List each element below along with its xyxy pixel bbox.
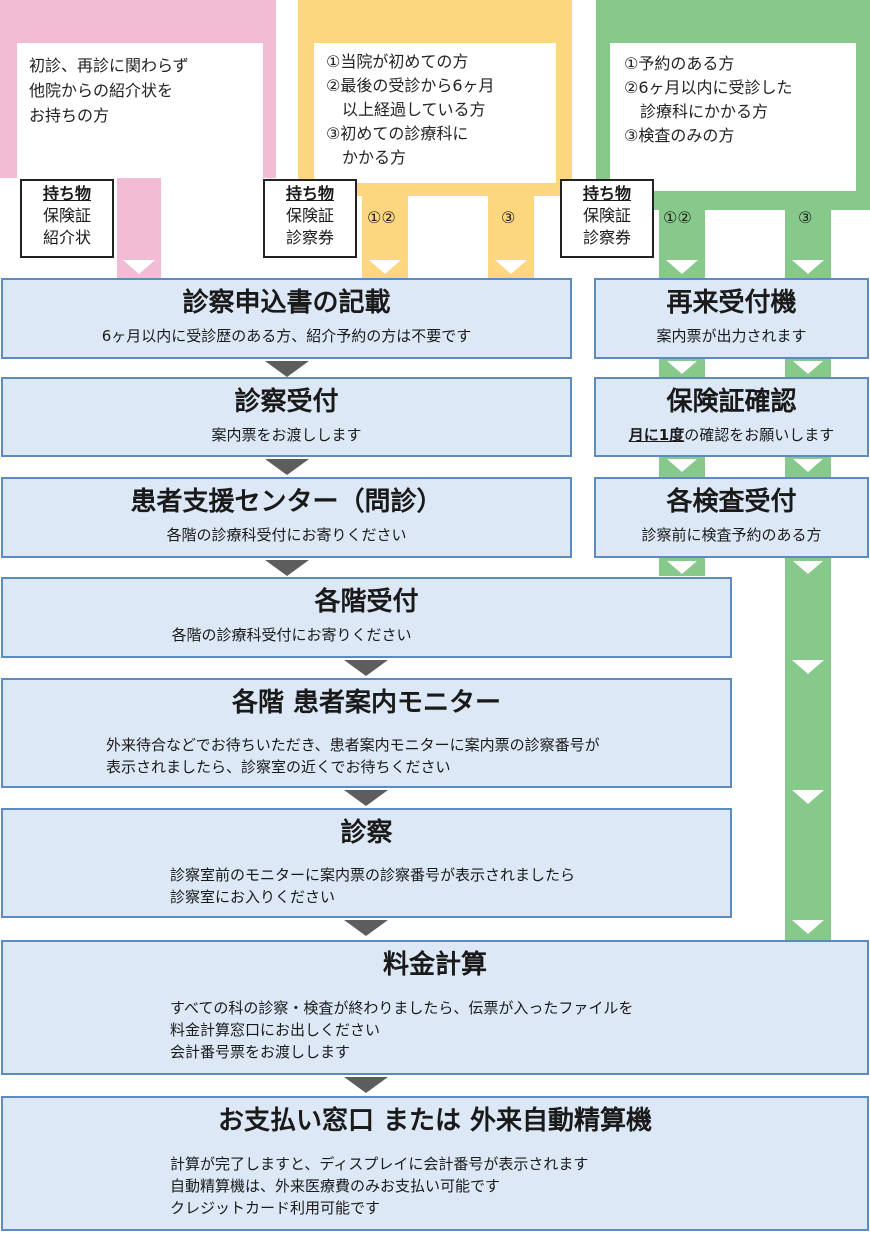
arrow-down-icon xyxy=(344,660,388,676)
condition-line: お持ちの方 xyxy=(29,106,110,125)
step-note: 計算が完了しますと、ディスプレイに会計番号が表示されます 自動精算機は、外来医療… xyxy=(170,1153,588,1219)
note-line: 会計番号票をお渡しします xyxy=(170,1043,351,1061)
condition-line: ③検査のみの方 xyxy=(624,126,735,145)
arrow-down-icon xyxy=(265,560,309,576)
arrow-down-icon xyxy=(666,260,698,274)
step-reentry-machine: 再来受付機 案内票が出力されます xyxy=(594,278,869,359)
route-mark: ①② xyxy=(367,208,396,227)
step-title: 患者支援センター（問診） xyxy=(130,487,443,517)
return-visit-conditions: ①予約のある方 ②6ヶ月以内に受診した 診療科にかかる方 ③検査のみの方 xyxy=(610,43,856,191)
step-note: 案内票をお渡しします xyxy=(211,426,362,444)
step-note: 診察室前のモニターに案内票の診察番号が表示されましたら 診察室にお入りください xyxy=(170,864,575,908)
arrow-down-icon xyxy=(792,920,824,934)
step-title: 診察申込書の記載 xyxy=(182,288,391,318)
arrow-down-icon xyxy=(793,459,823,472)
condition-line: かかる方 xyxy=(326,148,407,167)
step-reception: 診察受付 案内票をお渡しします xyxy=(1,377,572,457)
step-application: 診察申込書の記載 6ヶ月以内に受診歴のある方、紹介予約の方は不要です xyxy=(1,278,572,359)
route-mark: ①② xyxy=(663,208,692,227)
arrow-down-icon xyxy=(265,361,309,377)
condition-line: ③初めての診療科に xyxy=(326,124,469,143)
step-title: 再来受付機 xyxy=(666,288,797,318)
route-mark: ③ xyxy=(798,208,813,227)
item: 紹介状 xyxy=(42,228,91,247)
arrow-down-icon xyxy=(495,260,527,274)
arrow-down-icon xyxy=(793,361,823,374)
step-title: 各階 患者案内モニター xyxy=(231,688,502,718)
step-note: 案内票が出力されます xyxy=(656,327,807,345)
condition-line: ②最後の受診から6ヶ月 xyxy=(326,76,495,95)
step-note: 月に1度の確認をお願いします xyxy=(596,424,867,446)
arrow-down-icon xyxy=(344,920,388,936)
condition-line: 以上経過している方 xyxy=(326,100,486,119)
arrow-down-icon xyxy=(792,260,824,274)
step-title: 料金計算 xyxy=(382,950,487,980)
referral-items-box: 持ち物 保険証 紹介状 xyxy=(20,179,114,258)
note-line: クレジットカード利用可能です xyxy=(170,1199,381,1217)
step-note: 6ヶ月以内に受診歴のある方、紹介予約の方は不要です xyxy=(101,327,472,345)
item: 保険証 xyxy=(42,206,91,225)
note-line: 診察室前のモニターに案内票の診察番号が表示されましたら xyxy=(170,866,576,884)
step-patient-monitor: 各階 患者案内モニター 外来待合などでお待ちいただき、患者案内モニターに案内票の… xyxy=(1,678,732,788)
condition-line: ①当院が初めての方 xyxy=(326,52,469,71)
arrow-down-icon xyxy=(793,561,823,574)
note-line: 料金計算窓口にお出しください xyxy=(170,1021,381,1039)
items-title: 持ち物 xyxy=(42,184,91,203)
item: 診察券 xyxy=(285,228,334,247)
condition-line: 診療科にかかる方 xyxy=(624,102,769,121)
items-title: 持ち物 xyxy=(285,184,334,203)
step-title: 各検査受付 xyxy=(666,487,797,517)
condition-line: ①予約のある方 xyxy=(624,54,735,73)
step-consultation: 診察 診察室前のモニターに案内票の診察番号が表示されましたら 診察室にお入りくだ… xyxy=(1,808,732,918)
step-note: 診察前に検査予約のある方 xyxy=(641,526,822,544)
item: 診察券 xyxy=(582,228,631,247)
step-insurance-check: 保険証確認 月に1度の確認をお願いします xyxy=(594,377,869,457)
items-title: 持ち物 xyxy=(582,184,631,203)
arrow-down-icon xyxy=(265,459,309,475)
arrow-down-icon xyxy=(667,361,697,374)
first-visit-items-box: 持ち物 保険証 診察券 xyxy=(263,179,357,258)
step-title: お支払い窓口 または 外来自動精算機 xyxy=(217,1106,653,1136)
arrow-down-icon xyxy=(667,459,697,472)
condition-line: ②6ヶ月以内に受診した xyxy=(624,78,793,97)
arrow-down-icon xyxy=(344,790,388,806)
step-exam-reception: 各検査受付 診察前に検査予約のある方 xyxy=(594,477,869,558)
step-title: 診察 xyxy=(340,818,393,848)
referral-conditions: 初診、再診に関わらず 他院からの紹介状を お持ちの方 xyxy=(17,43,263,178)
note-line: 自動精算機は、外来医療費のみお支払い可能です xyxy=(170,1177,501,1195)
note-line: 診察室にお入りください xyxy=(170,888,336,906)
first-visit-conditions: ①当院が初めての方 ②最後の受診から6ヶ月 以上経過している方 ③初めての診療科… xyxy=(314,43,556,183)
step-floor-reception: 各階受付 各階の診療科受付にお寄りください xyxy=(1,577,732,658)
step-billing: 料金計算 すべての科の診察・検査が終わりましたら、伝票が入ったファイルを 料金計… xyxy=(1,940,869,1075)
note-line: 外来待合などでお待ちいただき、患者案内モニターに案内票の診察番号が xyxy=(106,736,600,754)
arrow-down-icon xyxy=(792,660,824,674)
return-visit-items-box: 持ち物 保険証 診察券 xyxy=(560,179,654,258)
step-title: 各階受付 xyxy=(314,587,419,617)
arrow-down-icon xyxy=(369,260,401,274)
step-support-center: 患者支援センター（問診） 各階の診療科受付にお寄りください xyxy=(1,477,572,558)
item: 保険証 xyxy=(285,206,334,225)
step-note: 各階の診療科受付にお寄りください xyxy=(171,626,412,644)
step-note: 各階の診療科受付にお寄りください xyxy=(166,526,407,544)
note-emphasis: 月に1度 xyxy=(628,426,685,444)
step-note: すべての科の診察・検査が終わりましたら、伝票が入ったファイルを 料金計算窓口にお… xyxy=(170,997,633,1063)
arrow-down-icon xyxy=(792,790,824,804)
step-note: 外来待合などでお待ちいただき、患者案内モニターに案内票の診察番号が 表示されまし… xyxy=(106,734,600,778)
step-title: 診察受付 xyxy=(234,387,339,417)
condition-line: 他院からの紹介状を xyxy=(29,81,174,100)
route-mark: ③ xyxy=(501,208,516,227)
arrow-down-icon xyxy=(123,260,155,274)
item: 保険証 xyxy=(582,206,631,225)
note-line: すべての科の診察・検査が終わりましたら、伝票が入ったファイルを xyxy=(170,999,634,1017)
condition-line: 初診、再診に関わらず xyxy=(29,56,189,75)
arrow-down-icon xyxy=(667,561,697,574)
arrow-down-icon xyxy=(344,1077,388,1093)
step-title: 保険証確認 xyxy=(666,387,797,417)
note-text: の確認をお願いします xyxy=(684,426,835,444)
note-line: 表示されましたら、診察室の近くでお待ちください xyxy=(106,758,451,776)
note-line: 計算が完了しますと、ディスプレイに会計番号が表示されます xyxy=(170,1155,589,1173)
step-payment: お支払い窓口 または 外来自動精算機 計算が完了しますと、ディスプレイに会計番号… xyxy=(1,1096,869,1231)
